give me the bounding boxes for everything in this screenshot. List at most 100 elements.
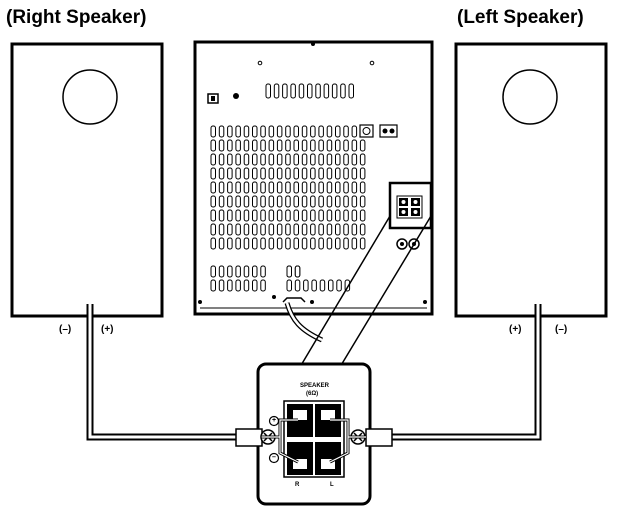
vent-slot <box>260 153 266 166</box>
vent-slot <box>318 195 324 208</box>
vent-slot <box>218 265 225 278</box>
vent-slot <box>318 167 324 180</box>
vent-slot <box>335 237 341 250</box>
minus-marker <box>268 452 280 464</box>
vent-slot <box>235 167 241 180</box>
vent-slot <box>260 195 266 208</box>
vent-slot <box>252 139 258 152</box>
vent-slot <box>359 223 366 236</box>
vent-slot <box>326 195 333 208</box>
vent-slot <box>227 209 233 222</box>
vent-slot <box>218 139 225 152</box>
vent-slot <box>227 181 233 194</box>
vent-slot <box>268 209 275 222</box>
vent-slot <box>252 209 258 222</box>
vent-slot <box>301 153 308 166</box>
vent-slot <box>218 167 225 180</box>
vent-slot <box>301 237 308 250</box>
terminal-impedance: (6Ω) <box>306 391 319 397</box>
vent-slot <box>343 237 349 250</box>
vent-slot <box>301 223 308 236</box>
vent-slot <box>326 209 333 222</box>
vent-slot <box>285 139 291 152</box>
vent-slot <box>331 83 338 99</box>
vent-slot <box>294 279 301 292</box>
vent-slot <box>252 167 258 180</box>
vent-slot <box>311 279 317 292</box>
vent-slot <box>210 125 216 138</box>
vent-slot <box>276 125 283 138</box>
vent-slot <box>268 237 275 250</box>
vent-slot <box>285 209 291 222</box>
vent-slot <box>227 167 233 180</box>
speaker-terminal-zoom <box>235 362 393 506</box>
vent-slot <box>310 237 316 250</box>
vent-slot <box>235 279 241 292</box>
vent-slot <box>343 125 349 138</box>
vent-slot <box>359 167 366 180</box>
vent-slot <box>335 195 341 208</box>
vent-slot <box>319 279 326 292</box>
left-speaker <box>454 42 608 318</box>
vent-slot <box>359 209 366 222</box>
vent-slot <box>210 195 216 208</box>
right-speaker-woofer <box>62 69 118 125</box>
vent-slot <box>235 153 241 166</box>
vent-slot <box>293 237 299 250</box>
vent-slot <box>286 279 292 292</box>
vent-slot <box>273 83 280 99</box>
vent-slot <box>328 279 334 292</box>
vent-slot <box>218 237 225 250</box>
vent-slot <box>227 153 233 166</box>
vent-slot <box>326 237 333 250</box>
vent-slot <box>252 125 258 138</box>
left-speaker-minus-label: (–) <box>555 324 568 335</box>
vent-slot <box>243 279 250 292</box>
vent-slot <box>335 209 341 222</box>
vent-slot <box>227 279 233 292</box>
vent-slot <box>235 265 241 278</box>
vent-slot <box>252 237 258 250</box>
vent-slot <box>235 139 241 152</box>
vent-slot <box>290 83 296 99</box>
vent-slot <box>252 265 258 278</box>
vent-slot <box>243 209 250 222</box>
vent-slot <box>323 83 330 99</box>
vent-slot <box>303 279 309 292</box>
vent-slot <box>243 167 250 180</box>
vent-slot <box>294 265 301 278</box>
vent-slot <box>326 139 333 152</box>
vent-slot <box>285 153 291 166</box>
vent-slot <box>285 125 291 138</box>
vent-slot <box>260 125 266 138</box>
vent-slot <box>252 195 258 208</box>
vent-slot <box>351 153 358 166</box>
left-speaker-label: (Left Speaker) <box>457 7 584 28</box>
vent-slot <box>336 279 342 292</box>
vent-slot <box>301 209 308 222</box>
vent-slot <box>318 209 324 222</box>
vent-slot <box>210 181 216 194</box>
vent-slot <box>218 279 225 292</box>
vent-slot <box>276 237 283 250</box>
vent-slot <box>318 153 324 166</box>
vent-slot <box>343 139 349 152</box>
vent-slot <box>227 195 233 208</box>
vent-slot <box>252 223 258 236</box>
vent-slot <box>285 237 291 250</box>
vent-slot <box>301 125 308 138</box>
vent-slot <box>227 265 233 278</box>
vent-slot <box>218 125 225 138</box>
vent-slot <box>359 153 366 166</box>
vent-slot <box>243 139 250 152</box>
channel-l-label: L <box>330 482 334 488</box>
vent-slot <box>301 195 308 208</box>
vent-slot <box>351 139 358 152</box>
vent-slot <box>227 237 233 250</box>
top-vent-row <box>265 83 354 99</box>
vent-slot <box>326 181 333 194</box>
vent-slot <box>318 223 324 236</box>
vent-slot <box>243 265 250 278</box>
vent-slot <box>326 125 333 138</box>
